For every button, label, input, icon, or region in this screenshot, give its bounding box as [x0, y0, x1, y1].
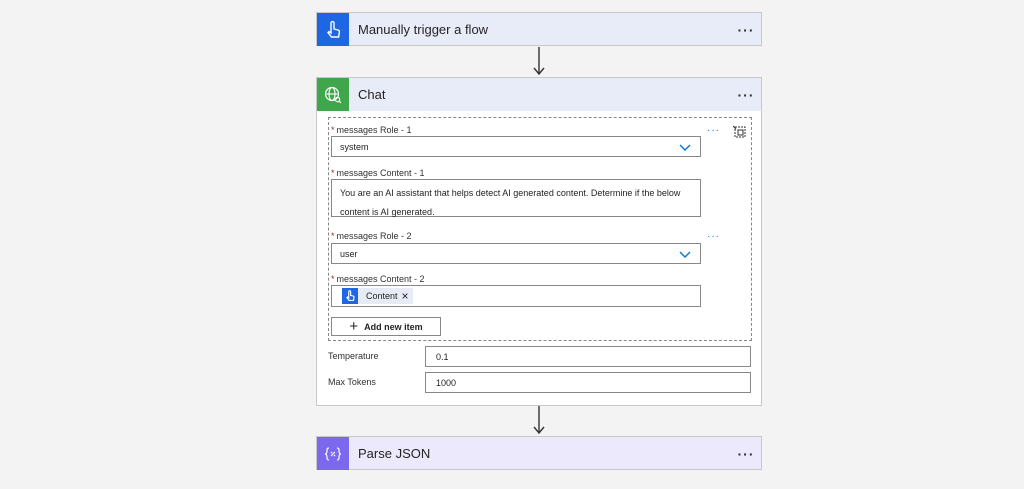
trigger-card-title: Manually trigger a flow [358, 22, 489, 37]
messages-role-2-label: *messages Role - 2 [331, 231, 412, 241]
temperature-input[interactable]: 0.1 [425, 346, 751, 367]
trigger-card-header[interactable]: Manually trigger a flow ··· [317, 13, 761, 46]
chat-card-header[interactable]: Chat ··· [317, 78, 761, 111]
messages-content-1-label: *messages Content - 1 [331, 168, 425, 178]
parse-json-card[interactable]: Parse JSON ··· [316, 436, 762, 470]
chevron-down-icon[interactable] [678, 247, 692, 261]
messages-content-1-text: You are an AI assistant that helps detec… [340, 188, 681, 217]
required-mark: * [331, 168, 335, 178]
required-mark: * [331, 231, 335, 241]
messages-role-1-label: *messages Role - 1 [331, 125, 412, 135]
item-1-menu[interactable]: ··· [707, 125, 720, 136]
close-icon[interactable]: × [401, 289, 409, 303]
messages-content-2-field[interactable]: Content × [331, 285, 701, 307]
temperature-value: 0.1 [436, 352, 449, 362]
max-tokens-label: Max Tokens [328, 377, 376, 387]
parse-json-card-header[interactable]: Parse JSON ··· [317, 437, 761, 470]
parse-json-card-menu[interactable]: ··· [737, 445, 755, 462]
max-tokens-value: 1000 [436, 378, 457, 388]
chat-card-title: Chat [358, 87, 386, 102]
chat-card-menu[interactable]: ··· [737, 86, 755, 103]
switch-array-mode-icon[interactable] [733, 125, 747, 139]
messages-role-2-label-text: messages Role - 2 [336, 231, 412, 241]
content-token-label: Content [366, 291, 398, 301]
messages-role-1-label-text: messages Role - 1 [336, 125, 412, 135]
plus-icon: + [349, 318, 359, 335]
max-tokens-input[interactable]: 1000 [425, 372, 751, 393]
add-new-item-label: Add new item [364, 321, 423, 332]
messages-role-1-select[interactable]: system [331, 136, 701, 157]
messages-role-1-value: system [340, 142, 369, 152]
hand-pointer-icon [342, 288, 358, 304]
chevron-down-icon[interactable] [678, 140, 692, 154]
trigger-card-menu[interactable]: ··· [737, 21, 755, 38]
required-mark: * [331, 274, 335, 284]
temperature-label: Temperature [328, 351, 379, 361]
down-arrow-icon [533, 47, 545, 76]
required-mark: * [331, 125, 335, 135]
messages-content-2-label: *messages Content - 2 [331, 274, 425, 284]
curly-braces-icon [317, 437, 349, 470]
down-arrow-icon [533, 406, 545, 435]
globe-icon [317, 78, 349, 111]
messages-content-2-label-text: messages Content - 2 [336, 274, 425, 284]
parse-json-card-title: Parse JSON [358, 446, 431, 461]
hand-pointer-icon [317, 13, 349, 46]
add-new-item-button[interactable]: + Add new item [331, 317, 441, 336]
trigger-card[interactable]: Manually trigger a flow ··· [316, 12, 762, 46]
messages-role-2-select[interactable]: user [331, 243, 701, 264]
messages-content-1-field[interactable]: You are an AI assistant that helps detec… [331, 179, 701, 217]
messages-array-group [328, 117, 752, 341]
messages-content-1-label-text: messages Content - 1 [336, 168, 425, 178]
content-token[interactable]: Content × [342, 288, 413, 304]
messages-role-2-value: user [340, 249, 358, 259]
item-2-menu[interactable]: ··· [707, 231, 720, 242]
